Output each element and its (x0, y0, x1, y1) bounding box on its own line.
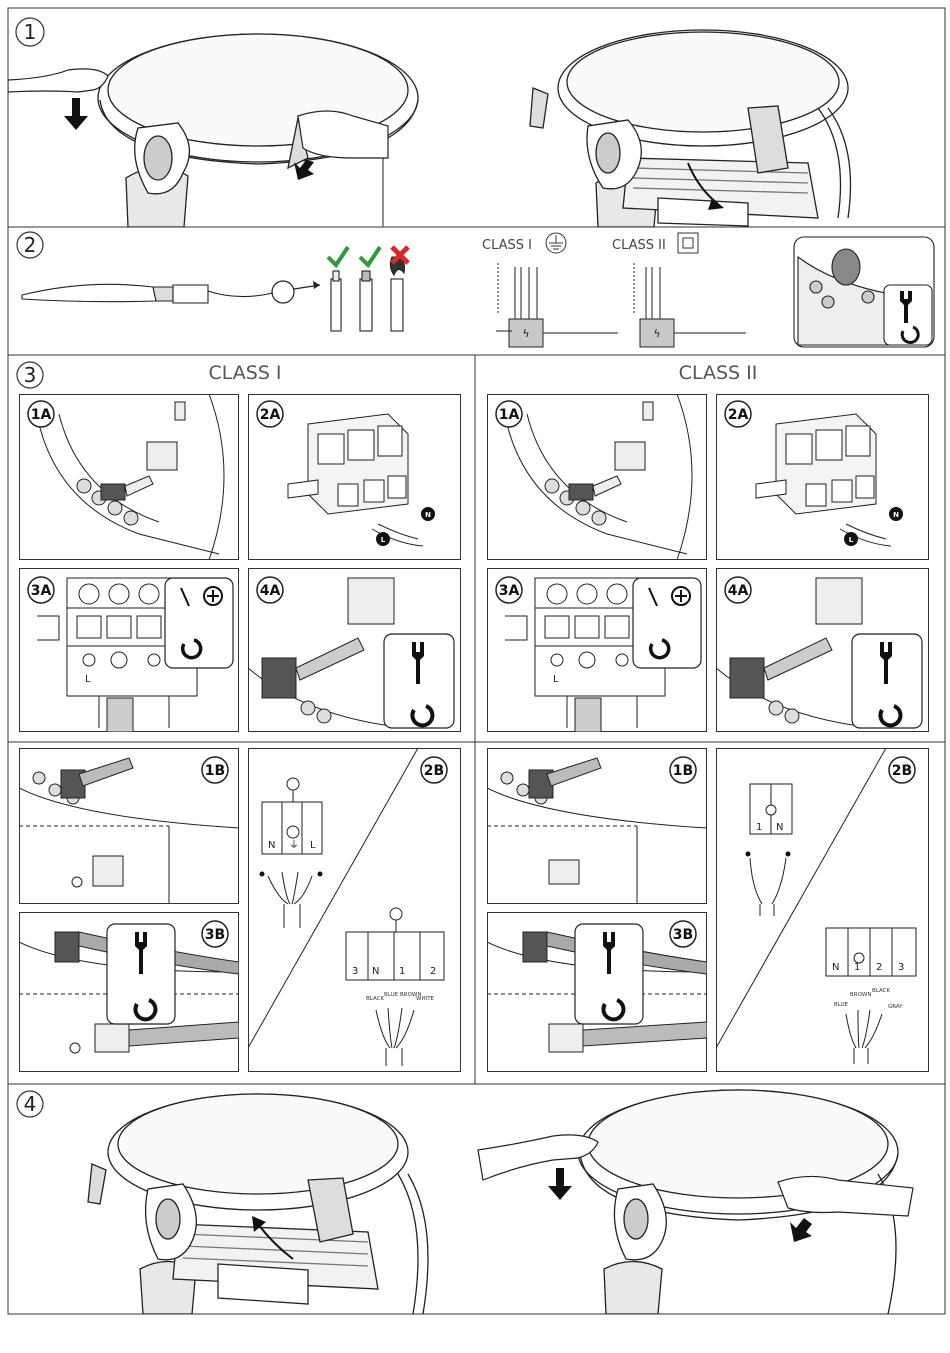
terminal-L-label: L (85, 674, 91, 685)
class1-title: CLASS I (200, 362, 290, 384)
gland-detail (794, 237, 934, 347)
class2-wire-diagram: ϟ (634, 263, 746, 347)
section-2: 2 CLASS I (8, 227, 945, 355)
panel-class2-2b: 2B 1 N N 1 2 3 BLUE BROWN BLACK GRAY (716, 748, 929, 1072)
wire-label-brown: BROWN (850, 992, 871, 998)
panel-class2-2a: L N 2A (716, 394, 929, 560)
panel-class2-3a: L 3A (487, 568, 707, 732)
wire-label-gray: GRAY (888, 1004, 903, 1010)
double-insulation-icon (678, 233, 698, 253)
class1-wire-diagram: ϟ (496, 263, 618, 347)
terminal-N-label: N (832, 962, 839, 973)
svg-text:ϟ: ϟ (522, 327, 529, 340)
ground-icon (546, 233, 566, 253)
section-1: 1 (8, 8, 945, 227)
step-1-number: 1 (24, 20, 37, 44)
terminal-L-label: L (310, 840, 316, 851)
badge-1b: 1B (673, 763, 693, 779)
panel-class1-3a: L 3A (19, 568, 239, 732)
terminal-N-label: N (776, 822, 783, 833)
luminaire-closing (88, 1094, 428, 1314)
panel-class2-3b: 3B (487, 912, 707, 1072)
svg-text:N: N (893, 511, 899, 519)
terminal-L-label: L (553, 674, 559, 685)
panel-class1-2b: 2B N ⏚ L 3 N 1 2 BLACK BLUE BROWN WHITE (248, 748, 461, 1072)
badge-2b: 2B (892, 763, 912, 779)
badge-1b: 1B (205, 763, 225, 779)
badge-2a: 2A (728, 407, 749, 423)
section-4-illustration: 4 (8, 1084, 945, 1314)
badge-3a: 3A (499, 583, 520, 599)
badge-2a: 2A (260, 407, 281, 423)
section-2-illustration: 2 CLASS I (8, 227, 945, 355)
svg-text:N: N (425, 511, 431, 519)
step-2-number: 2 (24, 233, 37, 257)
terminal-2-label: 2 (876, 962, 882, 973)
panel-class2-1a: 1A (487, 394, 707, 560)
svg-text:L: L (849, 536, 854, 544)
class1-label: CLASS I (482, 238, 532, 253)
wire-label-black: BLACK (366, 996, 384, 1002)
badge-3b: 3B (205, 927, 225, 943)
wire-label-black: BLACK (872, 988, 890, 994)
cable-strip-examples (331, 257, 405, 331)
panel-class1-1b: 1B (19, 748, 239, 904)
svg-text:ϟ: ϟ (653, 327, 660, 340)
terminal-N-label: N (372, 966, 379, 977)
terminal-pe-label: ⏚ (289, 839, 299, 851)
panel-class2-1b: 1B (487, 748, 707, 904)
panel-class1-2a: L N 2A (248, 394, 461, 560)
terminal-1-label: 1 (756, 822, 762, 833)
badge-1a: 1A (499, 407, 520, 423)
wire-label-blue: BLUE (384, 992, 399, 998)
badge-2b: 2B (424, 763, 444, 779)
section-4: 4 (8, 1084, 945, 1314)
wire-label-white: WHITE (416, 996, 435, 1002)
badge-1a: 1A (31, 407, 52, 423)
terminal-1-label: 1 (854, 962, 860, 973)
panel-class2-4a: 4A (716, 568, 929, 732)
panel-class1-1a: 1A (19, 394, 239, 560)
check-icon (328, 247, 380, 265)
panel-class1-4a: 4A (248, 568, 461, 732)
badge-3b: 3B (673, 927, 693, 943)
panel-class1-3b: 3B (19, 912, 239, 1072)
step-4-number: 4 (24, 1092, 37, 1116)
class2-label: CLASS II (612, 238, 666, 253)
badge-3a: 3A (31, 583, 52, 599)
svg-text:L: L (381, 536, 386, 544)
terminal-3-label: 3 (898, 962, 904, 973)
terminal-N-label: N (268, 840, 275, 851)
class2-title: CLASS II (668, 362, 768, 384)
luminaire-side-view (22, 284, 273, 303)
terminal-3-label: 3 (352, 966, 358, 977)
luminaire-right (530, 30, 851, 227)
terminal-1-label: 1 (399, 966, 405, 977)
step-3-number: 3 (24, 363, 37, 387)
badge-4a: 4A (728, 583, 749, 599)
wire-label-blue: BLUE (834, 1002, 849, 1008)
section-1-illustration: 1 (8, 8, 945, 227)
badge-4a: 4A (260, 583, 281, 599)
terminal-2-label: 2 (430, 966, 436, 977)
